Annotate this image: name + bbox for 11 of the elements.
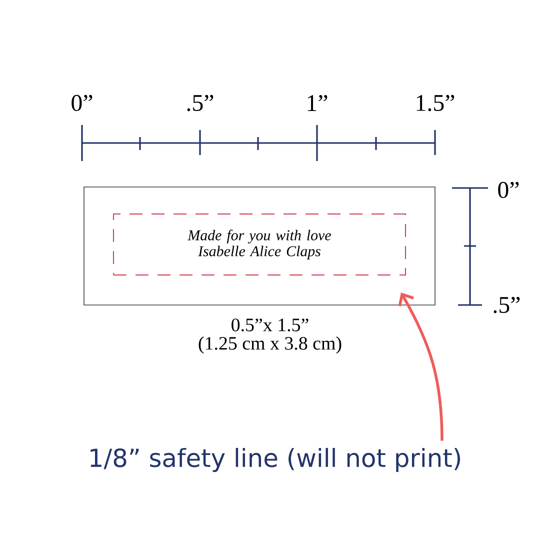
ruler-label: .5” [187,94,214,112]
label-box [84,186,436,306]
size-text: (1.25 cm x 3.8 cm) [198,336,342,354]
ruler-label: .5” [494,296,520,314]
caption-text: 1/8” safety line (will not print) [90,448,460,472]
ruler-label: 1.5” [416,94,454,112]
ruler-label: 1” [308,95,328,111]
ruler-label: 0” [72,94,92,112]
curved-arrow [398,292,444,441]
ruler-label: 0” [498,182,519,198]
size-text: 0.5”x 1.5” [232,318,308,332]
